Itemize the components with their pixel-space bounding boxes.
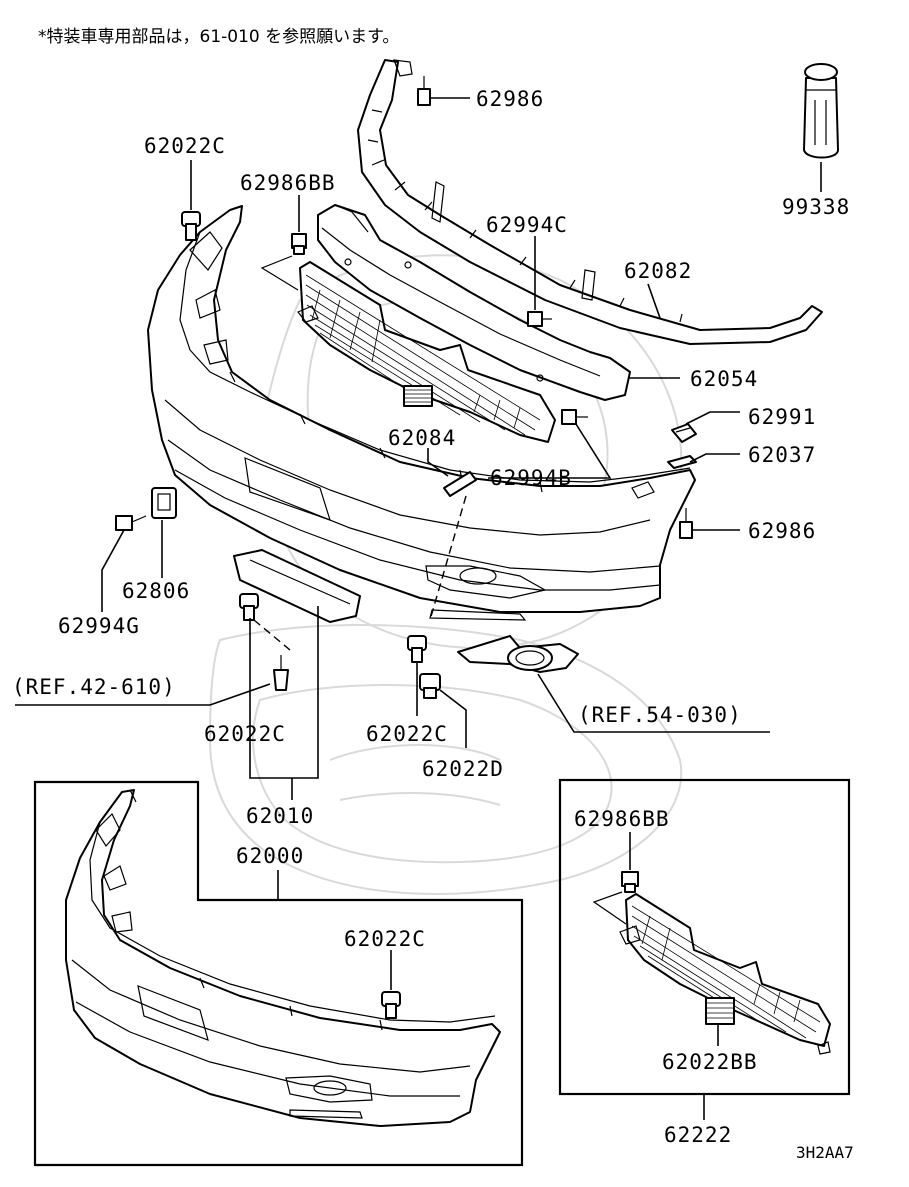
nut-62991: [671, 423, 697, 443]
label-62054[interactable]: 62054: [690, 367, 758, 391]
bolt-62994C: [527, 311, 552, 327]
grille-assembly: [619, 893, 831, 1055]
clip-62022C-top: [181, 211, 201, 241]
label-62991[interactable]: 62991: [748, 405, 816, 429]
clip-62022C-left: [239, 593, 259, 621]
clip-62022C-box: [381, 991, 401, 1019]
label-62022C-top[interactable]: 62022C: [144, 134, 226, 158]
label-ref-54-030[interactable]: (REF.54-030): [578, 703, 742, 727]
bumper-cover-assembly: [65, 789, 501, 1127]
bracket-62084: [443, 471, 477, 497]
label-62986BB-box[interactable]: 62986BB: [574, 807, 670, 831]
label-62986BB[interactable]: 62986BB: [240, 171, 336, 195]
fog-lamp-cover: [457, 635, 579, 673]
label-62994C[interactable]: 62994C: [486, 213, 568, 237]
label-99338[interactable]: 99338: [782, 195, 850, 219]
spacer-62037: [667, 455, 697, 469]
label-62994G[interactable]: 62994G: [58, 614, 140, 638]
adhesive-bottle-99338: [803, 63, 839, 159]
bolt-62994B: [561, 409, 588, 425]
clip-62986BB: [291, 233, 307, 255]
label-62986-right[interactable]: 62986: [748, 519, 816, 543]
label-62022C-left[interactable]: 62022C: [204, 722, 286, 746]
assembly-box-62000: [33, 780, 524, 1167]
label-62037[interactable]: 62037: [748, 443, 816, 467]
bumper-retainer-upper: [357, 59, 823, 345]
clip-62986BB-box: [621, 871, 639, 893]
pin-ref42: [273, 655, 289, 691]
screw-62986-right: [679, 508, 693, 539]
plate-62806: [151, 487, 177, 519]
label-62000[interactable]: 62000: [236, 844, 304, 868]
label-62222[interactable]: 62222: [664, 1123, 732, 1147]
lower-garnish: [233, 549, 361, 623]
clip-62022C-mid: [407, 635, 427, 663]
label-62806[interactable]: 62806: [122, 579, 190, 603]
bumper-cover-main: [147, 205, 696, 621]
label-ref-42-610[interactable]: (REF.42-610): [12, 675, 176, 699]
label-62010[interactable]: 62010: [246, 804, 314, 828]
header-note: *特装車専用部品は，61-010 を参照願います。: [38, 27, 399, 47]
label-62022D[interactable]: 62022D: [422, 757, 504, 781]
label-62022C-box[interactable]: 62022C: [344, 927, 426, 951]
label-62986-top[interactable]: 62986: [476, 87, 544, 111]
label-62022C-mid[interactable]: 62022C: [366, 722, 448, 746]
bolt-62994G: [115, 515, 147, 531]
clip-62022D: [419, 673, 441, 699]
label-62022BB[interactable]: 62022BB: [662, 1050, 758, 1074]
bumper-grille: [299, 261, 556, 443]
bumper-reinforcement: [317, 204, 631, 401]
label-62084[interactable]: 62084: [388, 426, 456, 450]
label-62994B[interactable]: 62994B: [490, 466, 572, 490]
bolt-62986-top: [417, 76, 431, 106]
label-62082[interactable]: 62082: [624, 259, 692, 283]
diagram-code: 3H2AA7: [796, 1143, 854, 1162]
